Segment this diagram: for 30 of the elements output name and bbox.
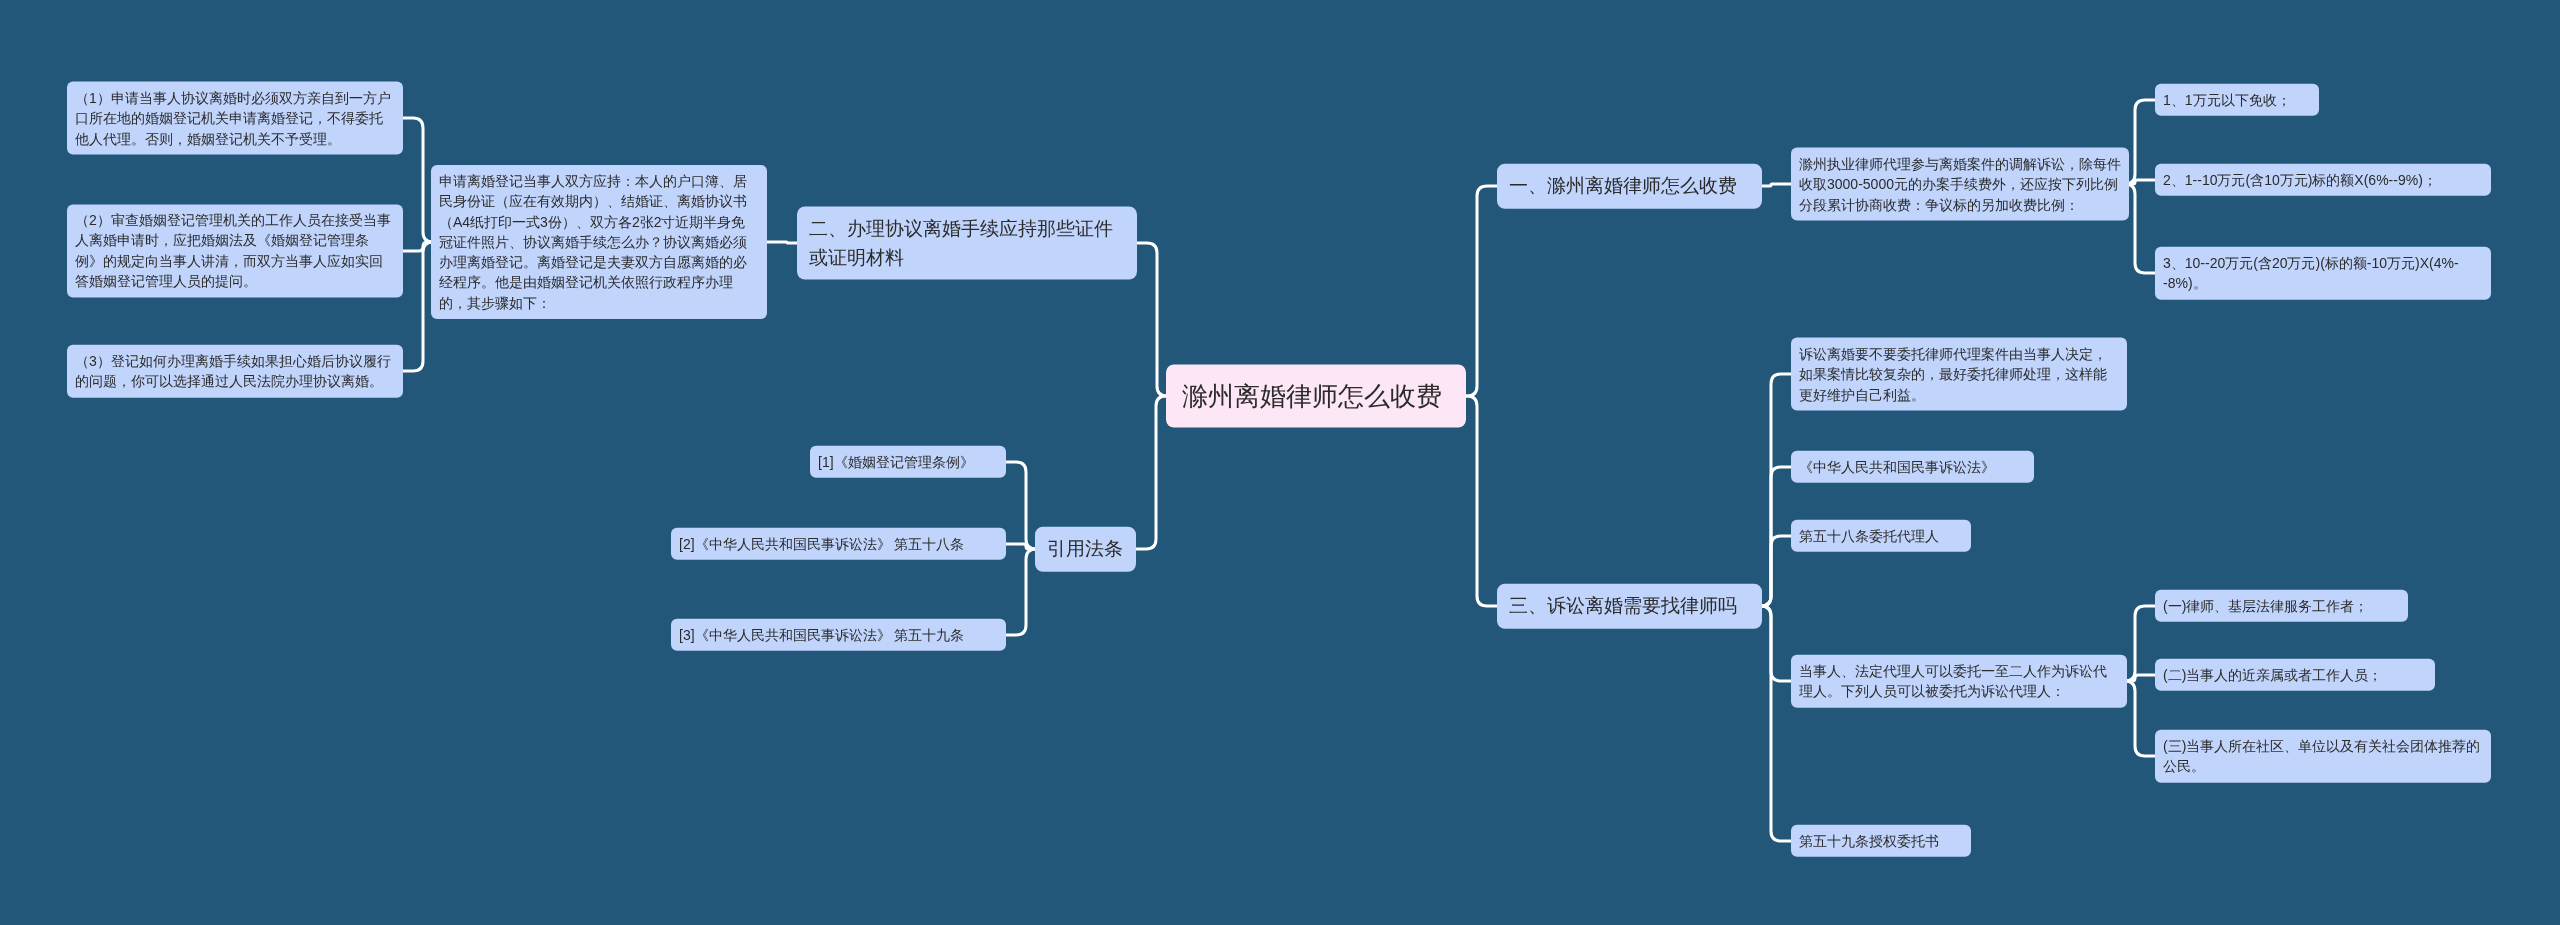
subtopic-box: 诉讼离婚要不要委托律师代理案件由当事人决定，如果案情比较复杂的，最好委托律师处理，这样能更好维护自己利益。	[1791, 337, 2127, 411]
topic-box: 引用法条	[1035, 526, 1136, 572]
connector-line	[2129, 178, 2155, 186]
subtopic-box: 第五十九条授权委托书	[1791, 824, 1971, 858]
subtopic-box: (一)律师、基层法律服务工作者；	[2155, 589, 2408, 623]
subtopic-box: 1、1万元以下免收；	[2155, 83, 2319, 117]
topic-box: 三、诉讼离婚需要找律师吗	[1497, 583, 1762, 629]
subtopic-box: 滁州执业律师代理参与离婚案件的调解诉讼，除每件收取3000-5000元的办案手续费外，还应按下列比例分段累计协商收费：争议标的另加收费比例：	[1791, 147, 2129, 221]
subtopic-box: 第五十八条委托代理人	[1791, 519, 1971, 553]
connector-line	[1465, 394, 1497, 608]
subtopic-box: （2）审查婚姻登记管理机关的工作人员在接受当事人离婚申请时，应把婚姻法及《婚姻登记管理条例》的规定向当事人讲清，而双方当事人应如实回答婚姻登记管理人员的提问。	[67, 204, 403, 298]
subtopic-box: 申请离婚登记当事人双方应持：本人的户口簿、居民身份证（应在有效期内）、结婚证、离婚协议书（A4纸打印一式3份）、双方各2张2寸近期半身免冠证件照片、协议离婚手续怎么办？协议离婚必须办理离婚登记。离婚登记是夫妻双方自愿离婚的必经程序。他是由婚姻登记机关依照行政程序办理的，其步骤如下：	[431, 164, 767, 320]
subtopic-box: [1]《婚姻登记管理条例》	[810, 445, 1006, 479]
topic-box: 一、滁州离婚律师怎么收费	[1497, 163, 1762, 209]
connector-line	[1762, 182, 1791, 188]
subtopic-box: [3]《中华人民共和国民事诉讼法》 第五十九条	[671, 618, 1006, 652]
subtopic-box: 2、1--10万元(含10万元)标的额X(6%--9%)；	[2155, 163, 2491, 197]
connector-line	[767, 240, 797, 245]
subtopic-box: 当事人、法定代理人可以委托一至二人作为诉讼代理人。下列人员可以被委托为诉讼代理人：	[1791, 654, 2127, 708]
subtopic-box: 3、10--20万元(含20万元)(标的额-10万元)X(4%--8%)。	[2155, 246, 2491, 300]
central-topic-box: 滁州离婚律师怎么收费	[1166, 364, 1466, 428]
connector-line	[1465, 184, 1497, 398]
connector-line	[1136, 394, 1168, 551]
subtopic-box: (三)当事人所在社区、单位以及有关社会团体推荐的公民。	[2155, 729, 2491, 783]
subtopic-box: （3）登记如何办理离婚手续如果担心婚后协议履行的问题，你可以选择通过人民法院办理协议离婚。	[67, 344, 403, 398]
subtopic-box: （1）申请当事人协议离婚时必须双方亲自到一方户口所在地的婚姻登记机关申请离婚登记，不得委托他人代理。否则，婚姻登记机关不予受理。	[67, 81, 403, 155]
subtopic-box: [2]《中华人民共和国民事诉讼法》 第五十八条	[671, 527, 1006, 561]
topic-box: 二、办理协议离婚手续应持那些证件或证明材料	[797, 206, 1137, 280]
subtopic-box: (二)当事人的近亲属或者工作人员；	[2155, 658, 2435, 692]
subtopic-box: 《中华人民共和国民事诉讼法》	[1791, 450, 2034, 484]
